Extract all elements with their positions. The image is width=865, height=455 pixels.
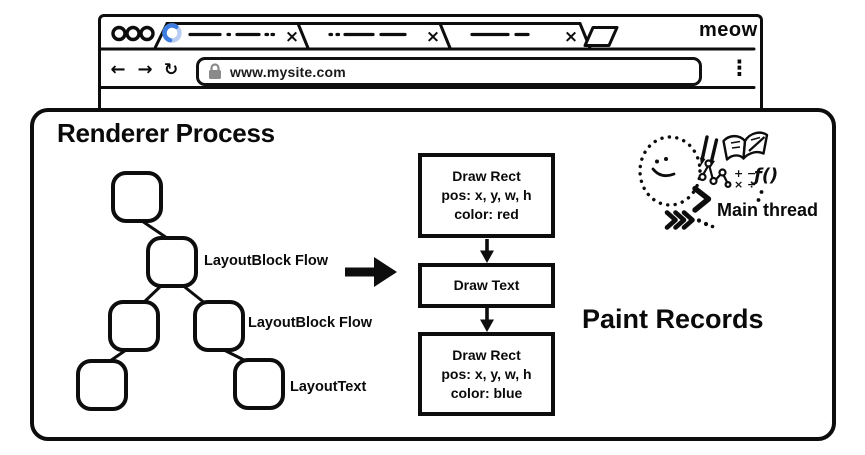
tab-1[interactable]: × [162,23,299,47]
main-thread-mascot-icon: + − × ÷ ƒ() [638,131,778,230]
browser-menu-icon[interactable]: ⋮ [729,56,750,80]
layout-tree-node-text [233,358,285,410]
layout-node-label: LayoutText [290,379,367,395]
loading-spinner-icon [162,23,182,43]
paint-records-heading: Paint Records [582,304,764,334]
layout-node-label: LayoutBlock Flow [204,253,329,269]
math-symbols-icon: + − [734,167,756,180]
tab-close-icon[interactable]: × [426,27,440,47]
browser-chrome-sketch: × × × [99,22,756,89]
tab-strip [99,22,756,89]
window-buttons-icon[interactable] [111,25,155,42]
paint-record-line: Draw Rect [452,168,521,184]
layout-tree-node-block2 [193,300,245,352]
transform-arrow-icon [345,257,397,287]
back-button[interactable]: ← [110,59,126,80]
layout-node-label: LayoutBlock Flow [248,315,373,331]
book-icon [722,131,769,161]
layout-tree-node-root [111,171,163,223]
layout-tree-node-block1 [146,236,198,288]
main-thread-label: Main thread [717,200,819,220]
paint-record-line: pos: x, y, w, h [441,365,532,382]
url-text: www.mysite.com [230,63,346,80]
paint-record-line: pos: x, y, w, h [441,187,532,203]
motion-chevrons-icon [664,185,764,230]
tab-close-icon[interactable]: × [564,27,578,47]
paint-record-box-2: Draw Text [418,263,555,308]
layout-tree-node-leaf-left [76,359,128,411]
flow-arrow-down-icon [480,239,494,263]
new-tab-button[interactable] [583,26,619,47]
forward-button[interactable]: → [137,59,153,80]
paint-record-box-1: Draw Rect pos: x, y, w, h color: red [418,153,555,238]
tab-close-icon[interactable]: × [285,27,299,47]
layout-tree [76,171,285,411]
paint-record-line: color: red [454,206,519,222]
reload-button[interactable]: ↻ [163,60,179,80]
flow-arrow-down-icon [480,308,494,332]
browser-brand: meow [699,19,758,41]
tab-3[interactable]: × [470,27,578,47]
function-symbol-icon: ƒ() [751,165,778,186]
mascot-face [651,157,676,178]
lock-icon [209,63,221,79]
graph-doodle-icon [698,159,732,189]
paint-record-line: Draw Rect [452,346,521,363]
paint-record-box-3: Draw Rect pos: x, y, w, h color: blue [418,332,555,416]
paint-record-line: color: blue [450,384,523,401]
url-bar[interactable]: www.mysite.com [196,57,702,86]
mascot-head [638,135,702,207]
math-symbols-icon: × ÷ [734,178,756,191]
tab-2[interactable]: × [328,27,440,47]
layout-tree-node-child-left [108,300,160,352]
panel-title: Renderer Process [57,118,275,148]
paint-record-line: Draw Text [453,277,520,293]
